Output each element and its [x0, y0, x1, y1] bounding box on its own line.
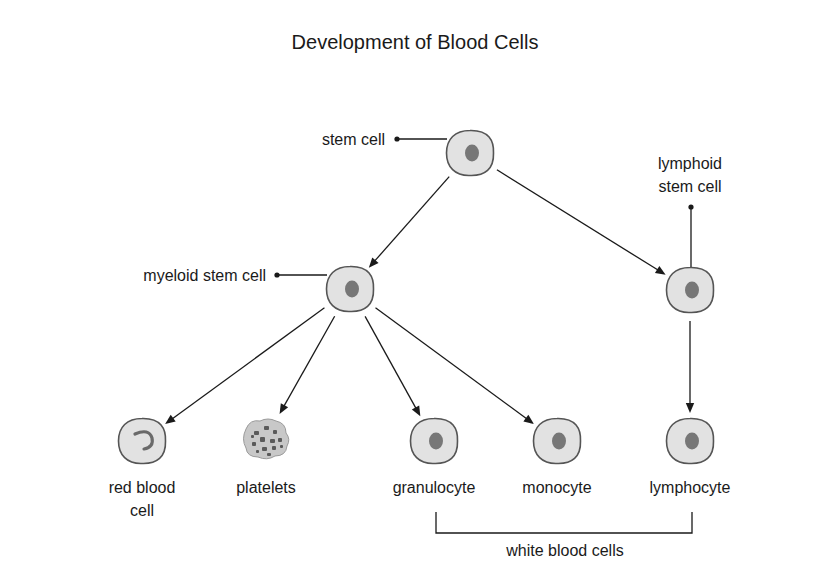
diagram-title: Development of Blood Cells	[220, 29, 610, 55]
connector-arrow	[369, 177, 449, 268]
group-bracket	[436, 512, 692, 533]
connector-line	[689, 321, 690, 404]
granule	[273, 430, 277, 434]
cell-label: platelets	[206, 476, 326, 499]
cell-shape	[409, 417, 459, 465]
cell-label: monocyte	[497, 476, 617, 499]
leader-dot	[688, 204, 693, 209]
granule	[254, 431, 259, 435]
connector-arrow	[165, 308, 324, 424]
cell-membrane	[667, 267, 714, 312]
connector-line	[172, 308, 324, 419]
cell-shape	[325, 265, 375, 313]
granule	[260, 437, 265, 442]
cell-label: granulocyte	[374, 476, 494, 499]
granule	[272, 446, 276, 450]
nucleus	[685, 282, 699, 299]
cell-membrane	[411, 418, 458, 463]
granule	[252, 442, 256, 446]
cell-shape	[665, 266, 715, 314]
cell-membrane	[119, 418, 166, 463]
cell-node: red blood cell	[117, 417, 167, 465]
connector-arrow	[375, 308, 533, 424]
platelet-outline	[244, 419, 289, 459]
arrow-head	[523, 415, 534, 424]
cell-shape	[665, 417, 715, 465]
cell-label: lymphocyte	[630, 476, 750, 499]
nucleus	[465, 145, 479, 162]
arrow-head	[686, 403, 694, 413]
connector-line	[497, 170, 658, 270]
nucleus	[552, 433, 566, 450]
granule	[278, 438, 282, 442]
group-label: white blood cells	[480, 540, 650, 562]
cell-node: platelets	[240, 415, 292, 461]
cell-membrane	[534, 418, 581, 463]
arrow-head	[280, 403, 289, 414]
granule	[267, 453, 271, 456]
leader-line	[277, 274, 327, 275]
platelet-shape	[240, 415, 292, 461]
connector-line	[375, 177, 449, 261]
rbc-fold	[135, 432, 152, 449]
nucleus	[345, 281, 359, 298]
cell-node: stem cell	[445, 129, 495, 177]
cell-node: monocyte	[532, 417, 582, 465]
connector-arrow	[365, 316, 420, 416]
cell-node: lymphoid stem cell	[665, 266, 715, 314]
connector-arrow	[280, 316, 335, 414]
granule	[251, 435, 254, 438]
cell-shape	[445, 129, 495, 177]
leader-dot	[394, 136, 399, 141]
arrow-head	[369, 257, 379, 267]
arrow-head	[412, 406, 421, 417]
granule	[270, 439, 275, 443]
cell-membrane	[327, 266, 374, 311]
connector-arrow	[686, 321, 694, 413]
cell-node: myeloid stem cell	[325, 265, 375, 313]
cell-label: stem cell	[322, 128, 385, 151]
arrow-head	[655, 266, 666, 275]
arrow-head	[165, 415, 176, 424]
nucleus	[685, 433, 699, 450]
nucleus	[429, 433, 443, 450]
leader-dot	[274, 272, 279, 277]
cell-shape	[532, 417, 582, 465]
cell-label: myeloid stem cell	[143, 264, 266, 287]
granule	[256, 450, 259, 453]
granule	[264, 426, 269, 430]
granule	[262, 447, 267, 451]
cell-membrane	[667, 418, 714, 463]
connector-arrow	[497, 170, 666, 275]
connector-line	[284, 316, 335, 406]
cell-node: lymphocyte	[665, 417, 715, 465]
connector-line	[365, 316, 416, 408]
leader-line	[690, 207, 691, 268]
granule	[280, 445, 283, 448]
connector-line	[375, 308, 526, 419]
cell-label: lymphoid stem cell	[645, 152, 735, 198]
cell-label: red blood cell	[102, 476, 182, 522]
leader-line	[397, 138, 447, 139]
cell-membrane	[447, 130, 494, 175]
cell-node: granulocyte	[409, 417, 459, 465]
cell-shape	[117, 417, 167, 465]
